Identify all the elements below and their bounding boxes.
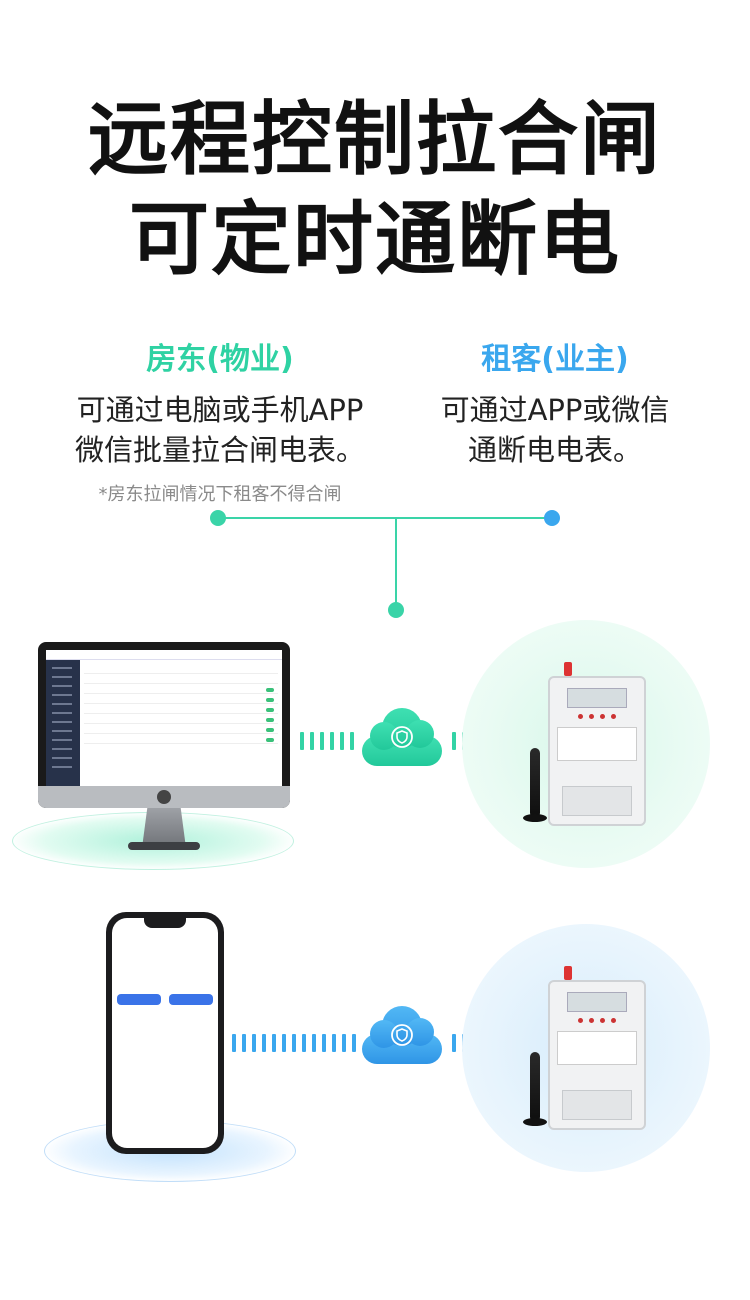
landlord-note: *房东拉闸情况下租客不得合闸 [98,484,342,505]
monitor-stand [142,808,186,848]
cloud-icon [362,708,442,766]
monitor-screen [46,650,282,786]
tenant-desc-line2: 通断电电表。 [467,433,642,467]
antenna-base [523,1118,547,1126]
landlord-desc-line2: 微信批量拉合闸电表。 [74,433,365,467]
connector-dot-left [210,510,226,526]
landlord-desc: 可通过电脑或手机APP 微信批量拉合闸电表。 [40,390,400,470]
antenna-icon [530,1052,540,1122]
apple-logo-icon [157,790,171,804]
landlord-role: 房东(物业) [146,342,294,377]
shield-icon [391,726,413,748]
antenna-icon [530,748,540,818]
shield-icon [391,1024,413,1046]
tenant-column: 租客(业主) 可通过APP或微信 通断电电表。 [400,340,710,470]
phone-screen [112,918,218,1148]
tenant-role: 租客(业主) [481,342,629,377]
meter-icon [548,662,646,826]
connector-dot-right [544,510,560,526]
antenna-base [523,814,547,822]
monitor-stand-base [128,842,200,850]
landlord-desc-line1: 可通过电脑或手机APP [76,393,364,427]
tenant-desc-line1: 可通过APP或微信 [440,393,670,427]
connector-dot-bottom [388,602,404,618]
phone-open-button[interactable] [169,994,213,1005]
phone-icon [106,912,224,1154]
screen-sidebar [46,660,80,786]
landlord-column: 房东(物业) 可通过电脑或手机APP 微信批量拉合闸电表。 *房东拉闸情况下租客… [40,340,400,506]
monitor-chin [38,786,290,808]
meter-icon [548,966,646,1130]
cloud-icon [362,1006,442,1064]
screen-header [46,650,282,660]
screen-table [84,664,278,782]
dash-link-left-green [300,732,354,750]
tenant-desc: 可通过APP或微信 通断电电表。 [400,390,710,470]
monitor-icon [38,642,290,808]
headline-line1: 远程控制拉合闸 [88,93,662,186]
phone-close-button[interactable] [117,994,161,1005]
headline-line2: 可定时通断电 [129,193,621,286]
dash-link-left-blue [232,1034,356,1052]
